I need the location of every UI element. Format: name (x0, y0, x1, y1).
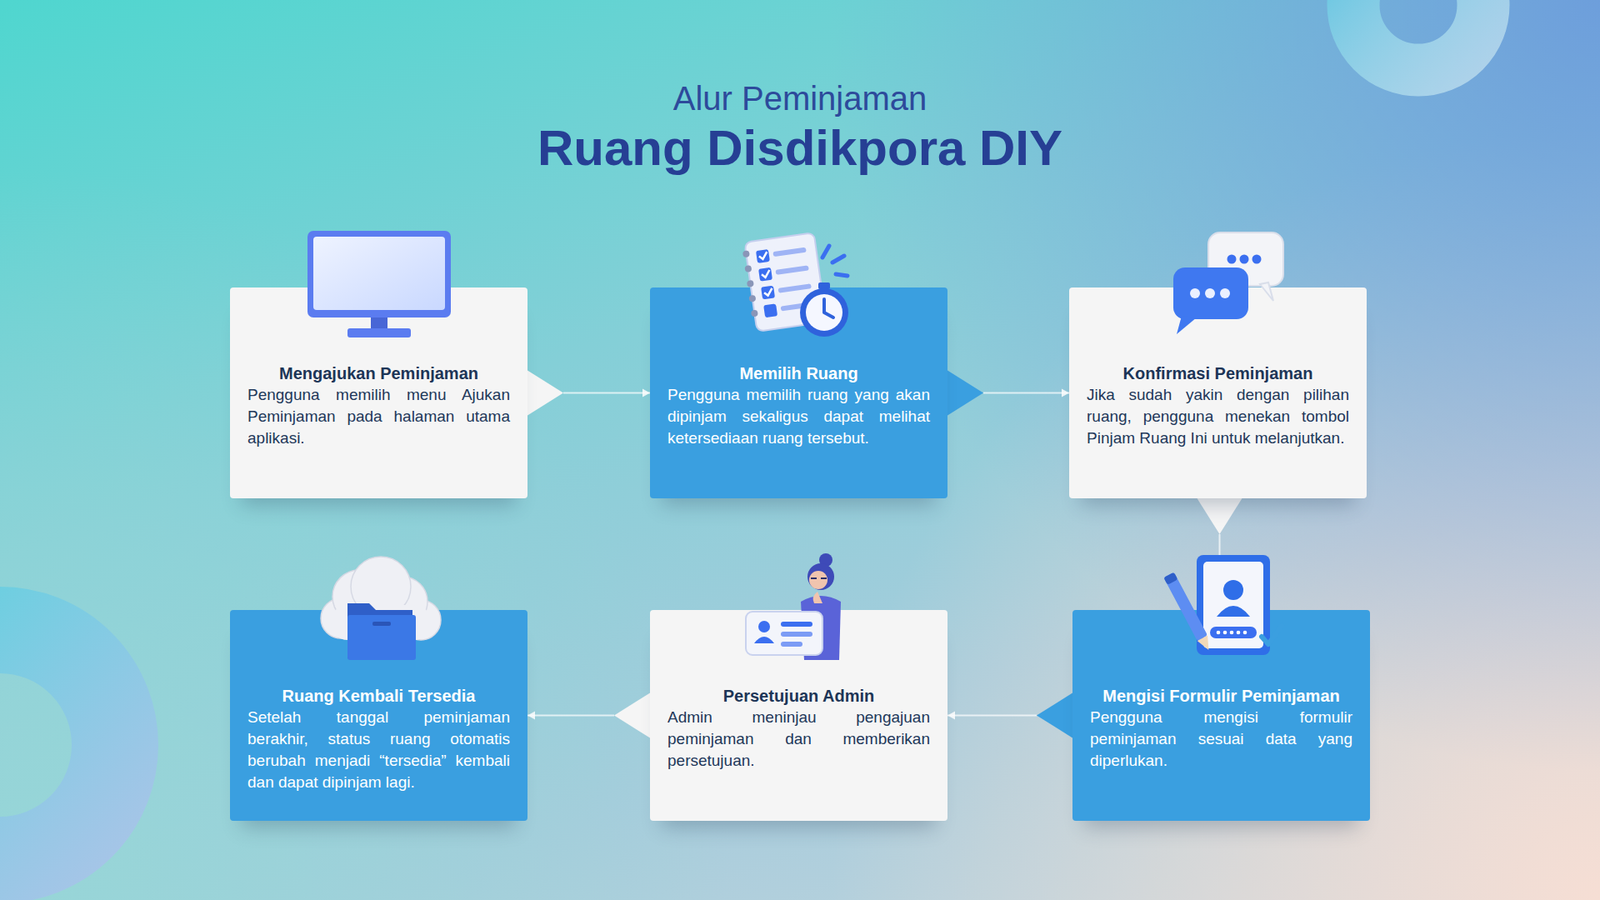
deco-ring (1353, 0, 1484, 70)
box-body: Pengguna memilih ruang yang akan dipinja… (667, 384, 930, 450)
box-heading: Mengisi Formulir Peminjaman (1090, 685, 1353, 707)
arrow-head (1061, 389, 1070, 398)
flow-connector (947, 370, 1070, 416)
box-body: Setelah tanggal peminjaman berakhir, sta… (247, 706, 510, 794)
arrow-head (527, 711, 535, 720)
arrow-head (642, 389, 650, 398)
box-heading: Persetujuan Admin (667, 685, 930, 707)
box-heading: Konfirmasi Peminjaman (1086, 362, 1350, 385)
cloud-folder-icon (304, 553, 455, 666)
flow-line (563, 392, 650, 395)
form-pencil-icon (1146, 553, 1297, 666)
process-box-blue: Ruang Kembali TersediaSetelah tanggal pe… (230, 610, 528, 821)
flow-connector (527, 693, 650, 739)
box-heading: Mengajukan Peminjaman (247, 362, 510, 385)
box-body: Pengguna memilih menu Ajukan Peminjaman … (247, 384, 510, 450)
flow-pointer (614, 693, 650, 739)
monitor-icon (304, 230, 455, 344)
admin-card-icon (724, 553, 875, 666)
checklist-clock-icon (724, 230, 875, 344)
process-box-blue: Mengisi Formulir PeminjamanPengguna meng… (1072, 610, 1370, 821)
flow-connector (527, 370, 650, 416)
box-body: Jika sudah yakin dengan pilihan ruang, p… (1086, 384, 1350, 450)
diagram-subtitle: Alur Peminjaman (0, 78, 1600, 119)
flow-line (983, 392, 1070, 395)
arrow-head (947, 711, 955, 720)
deco-ring (0, 630, 115, 860)
flow-pointer (1036, 693, 1073, 739)
flow-line (947, 715, 1037, 717)
chat-bubbles-icon (1143, 230, 1294, 344)
box-body: Pengguna mengisi formulir peminjaman ses… (1090, 706, 1353, 772)
flow-pointer (1197, 498, 1243, 535)
flow-line (527, 715, 615, 717)
box-heading: Ruang Kembali Tersedia (247, 685, 510, 707)
process-box-white: Persetujuan AdminAdmin meninjau pengajua… (650, 610, 948, 821)
diagram-title: Ruang Disdikpora DIY (0, 120, 1600, 177)
box-heading: Memilih Ruang (667, 362, 930, 385)
process-box-white: Mengajukan PeminjamanPengguna memilih me… (230, 287, 528, 499)
box-body: Admin meninjau pengajuan peminjaman dan … (667, 706, 930, 772)
process-box-white: Konfirmasi PeminjamanJika sudah yakin de… (1069, 287, 1367, 499)
flow-connector (947, 693, 1073, 739)
flow-pointer (527, 370, 564, 416)
flow-pointer (947, 370, 984, 416)
process-box-blue: Memilih RuangPengguna memilih ruang yang… (650, 287, 948, 499)
